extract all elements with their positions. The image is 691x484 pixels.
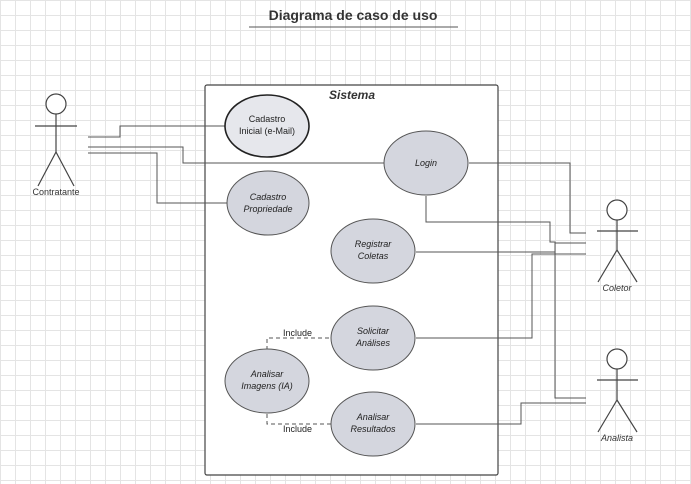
use-case-shape (383, 130, 469, 196)
stick-figure-icon (35, 93, 77, 187)
use-case-login[interactable]: Login (383, 130, 469, 196)
use-case-analisar-resultados[interactable]: Analisar Resultados (330, 391, 416, 457)
include-link-resultados[interactable] (266, 414, 331, 425)
use-case-label-line2: Imagens (IA) (241, 381, 293, 391)
use-case-label-line1: Registrar (355, 239, 393, 249)
use-case-label-line2: Inicial (e-Mail) (239, 126, 295, 136)
use-case-cadastro-propriedade[interactable]: Cadastro Propriedade (226, 170, 310, 236)
link-login-coletor[interactable] (469, 162, 586, 234)
use-case-label-line2: Coletas (358, 251, 389, 261)
use-case-shape (330, 218, 416, 284)
use-case-label-line1: Solicitar (357, 326, 390, 336)
use-case-label-line1: Analisar (250, 369, 285, 379)
actor-contratante[interactable]: Contratante (32, 93, 80, 197)
link-contratante-login[interactable] (88, 146, 384, 164)
include-label-bottom: Include (283, 424, 312, 434)
use-case-label-line1: Cadastro (249, 114, 286, 124)
use-case-shape (224, 348, 310, 414)
diagram-title: Diagrama de caso de uso (269, 7, 438, 23)
use-case-label-line2: Resultados (350, 424, 396, 434)
use-case-analisar-imagens[interactable]: Analisar Imagens (IA) (224, 348, 310, 414)
actor-label: Coletor (602, 283, 632, 293)
stick-figure-icon (597, 348, 638, 433)
include-link-solicitar[interactable] (266, 337, 331, 350)
link-analisar-resultados-analista[interactable] (416, 402, 586, 425)
use-case-label-line1: Cadastro (250, 192, 287, 202)
connectors (88, 125, 586, 425)
use-case-label-line2: Propriedade (243, 204, 292, 214)
actor-label: Analista (600, 433, 633, 443)
stick-figure-icon (597, 199, 638, 283)
actor-coletor[interactable]: Coletor (597, 199, 638, 293)
use-case-shape (226, 170, 310, 236)
link-login-analista[interactable] (425, 196, 586, 399)
link-registrar-coletas-coletor[interactable] (416, 242, 586, 253)
actor-label: Contratante (32, 187, 79, 197)
link-contratante-cadastro-inicial[interactable] (88, 125, 225, 138)
use-case-label-line1: Login (415, 158, 437, 168)
use-case-shape (330, 391, 416, 457)
link-contratante-cadastro-propriedade[interactable] (88, 152, 227, 204)
use-case-label-line1: Analisar (356, 412, 391, 422)
use-case-registrar-coletas[interactable]: Registrar Coletas (330, 218, 416, 284)
use-case-shape (224, 94, 310, 158)
use-case-label-line2: Análises (355, 338, 391, 348)
use-case-cadastro-inicial[interactable]: Cadastro Inicial (e-Mail) (224, 94, 310, 158)
actor-analista[interactable]: Analista (597, 348, 638, 443)
use-case-solicitar-analises[interactable]: Solicitar Análises (330, 305, 416, 371)
link-solicitar-analises-coletor[interactable] (416, 253, 586, 339)
use-case-shape (330, 305, 416, 371)
include-label-top: Include (283, 328, 312, 338)
system-label: Sistema (329, 88, 375, 102)
